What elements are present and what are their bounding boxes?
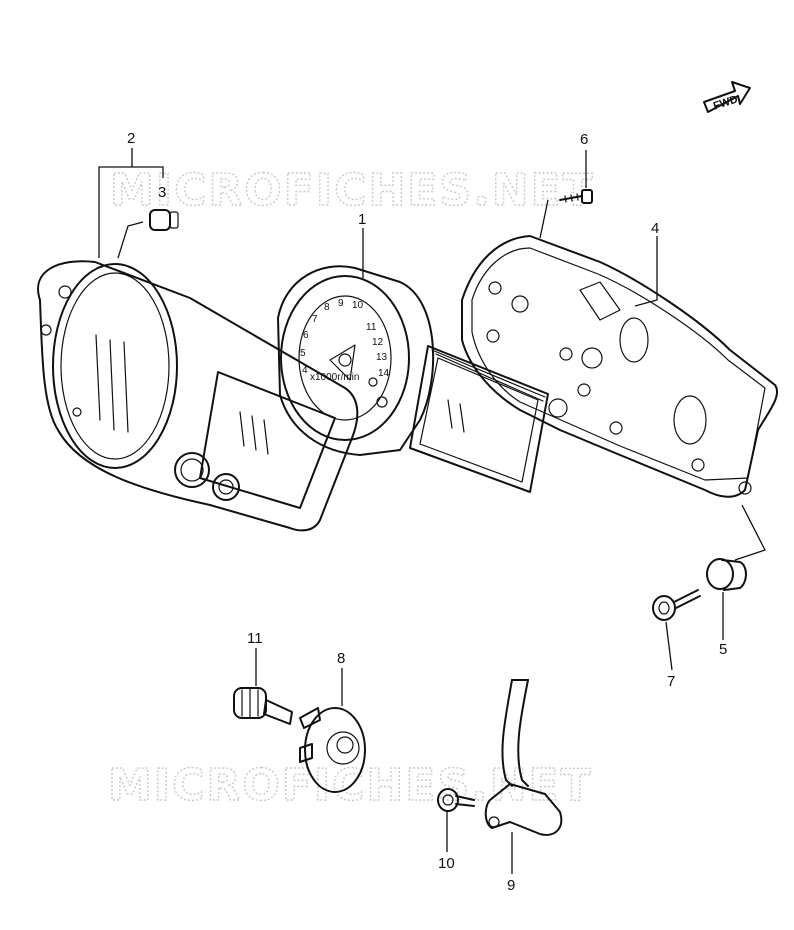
- grommet-part-5: [706, 558, 747, 591]
- tach-number: 13: [376, 352, 388, 363]
- rear-housing-part-4: [461, 235, 778, 498]
- callout-10: 10: [438, 855, 455, 872]
- tach-number: 8: [324, 302, 330, 313]
- tach-number: 12: [372, 337, 384, 348]
- tach-number: 6: [303, 330, 309, 341]
- tach-number: 10: [352, 300, 364, 311]
- tach-number: 7: [312, 314, 318, 325]
- callout-labels: 1 2 3 4 5 6 7 8 9 10 11: [127, 130, 727, 894]
- callout-1: 1: [358, 211, 366, 228]
- meter-assembly-part-1: 4 5 6 7 8 9 10 11 12 13 14 x1000r/min: [277, 265, 568, 493]
- tach-number: 11: [366, 322, 377, 333]
- tach-number: 5: [300, 348, 306, 359]
- callout-8: 8: [337, 650, 345, 667]
- callout-9: 9: [507, 877, 515, 894]
- leader-lines: [98, 148, 766, 874]
- callout-2: 2: [127, 130, 135, 147]
- bolt-part-10: [437, 788, 475, 812]
- grommet-part-3: [149, 209, 179, 231]
- tach-number: 4: [302, 365, 308, 376]
- fwd-label: FWD: [712, 93, 740, 112]
- meter-case-part-2: [37, 260, 359, 532]
- socket-part-8: [299, 707, 366, 793]
- callout-11: 11: [247, 630, 263, 647]
- callout-5: 5: [719, 641, 727, 658]
- forward-arrow-icon: FWD: [703, 81, 751, 113]
- tach-unit: x1000r/min: [310, 372, 359, 383]
- callout-7: 7: [667, 673, 675, 690]
- tach-number: 9: [338, 298, 344, 309]
- screw-part-7: [652, 589, 701, 621]
- tach-number: 14: [378, 368, 390, 379]
- sensor-part-9: [484, 679, 563, 836]
- callout-3: 3: [158, 184, 166, 201]
- callout-4: 4: [651, 220, 659, 237]
- bolt-part-11: [233, 687, 293, 725]
- tach-scale: 4 5 6 7 8 9 10 11 12 13 14 x1000r/min: [300, 298, 390, 383]
- watermark-top: MICROFICHES.NET: [110, 165, 595, 216]
- screw-part-6: [559, 189, 593, 204]
- callout-6: 6: [580, 131, 588, 148]
